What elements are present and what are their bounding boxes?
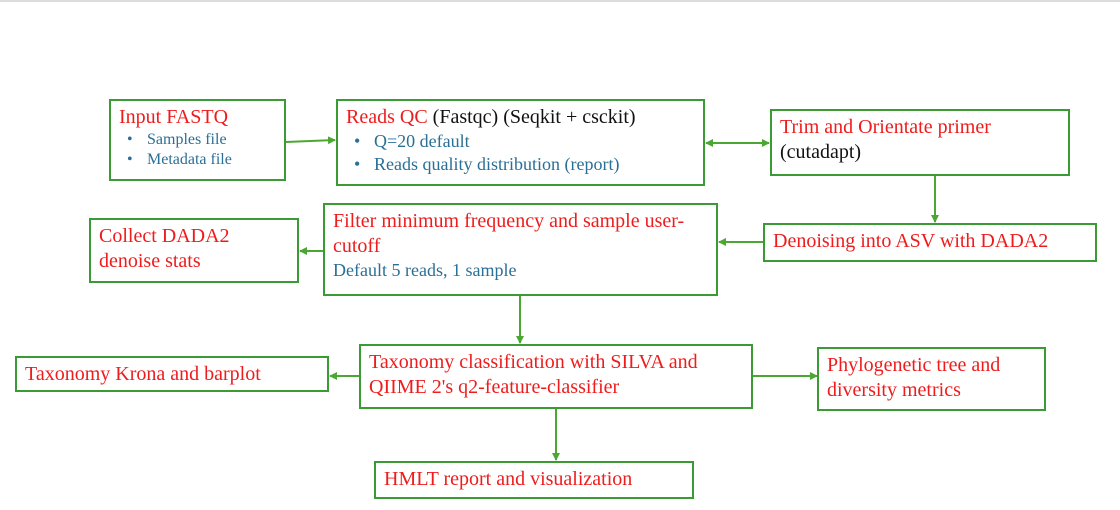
krona-title: Taxonomy Krona and barplot <box>25 363 261 385</box>
list-item: Reads quality distribution (report) <box>346 153 695 176</box>
list-item: Samples file <box>119 130 276 150</box>
collect-stats-box: Collect DADA2 denoise stats <box>89 218 299 283</box>
reads-qc-tools: (Fastqc) (Seqkit + csckit) <box>432 106 636 128</box>
list-item: Q=20 default <box>346 130 695 153</box>
trim-title: Trim and Orientate primer <box>780 116 991 138</box>
krona-box: Taxonomy Krona and barplot <box>15 356 329 392</box>
report-box: HMLT report and visualization <box>374 461 694 499</box>
reads-qc-items-list: Q=20 default Reads quality distribution … <box>346 130 695 175</box>
report-title: HMLT report and visualization <box>384 468 633 490</box>
denoising-box: Denoising into ASV with DADA2 <box>763 223 1097 262</box>
reads-qc-title: Reads QC <box>346 106 428 128</box>
filter-title: Filter minimum frequency and sample user… <box>333 210 685 257</box>
phylogenetic-box: Phylogenetic tree and diversity metrics <box>817 347 1046 411</box>
trim-primer-box: Trim and Orientate primer (cutadapt) <box>770 109 1070 176</box>
reads-qc-heading: Reads QC (Fastqc) (Seqkit + csckit) <box>346 105 695 130</box>
trim-tool: (cutadapt) <box>780 141 862 163</box>
reads-qc-box: Reads QC (Fastqc) (Seqkit + csckit) Q=20… <box>336 99 705 186</box>
filter-note: Default 5 reads, 1 sample <box>333 260 517 280</box>
denoise-title: Denoising into ASV with DADA2 <box>773 230 1049 252</box>
input-fastq-title: Input FASTQ <box>119 106 229 128</box>
input-items-list: Samples file Metadata file <box>119 130 276 170</box>
list-item: Metadata file <box>119 150 276 170</box>
collect-title: Collect DADA2 denoise stats <box>99 225 230 272</box>
taxonomy-title: Taxonomy classification with SILVA and Q… <box>369 351 698 398</box>
input-fastq-box: Input FASTQ Samples file Metadata file <box>109 99 286 181</box>
filter-box: Filter minimum frequency and sample user… <box>323 203 718 296</box>
top-border-line <box>0 0 1120 2</box>
taxonomy-box: Taxonomy classification with SILVA and Q… <box>359 344 753 409</box>
phylo-title: Phylogenetic tree and diversity metrics <box>827 354 1001 401</box>
arrow-input-to-qc <box>285 136 336 145</box>
